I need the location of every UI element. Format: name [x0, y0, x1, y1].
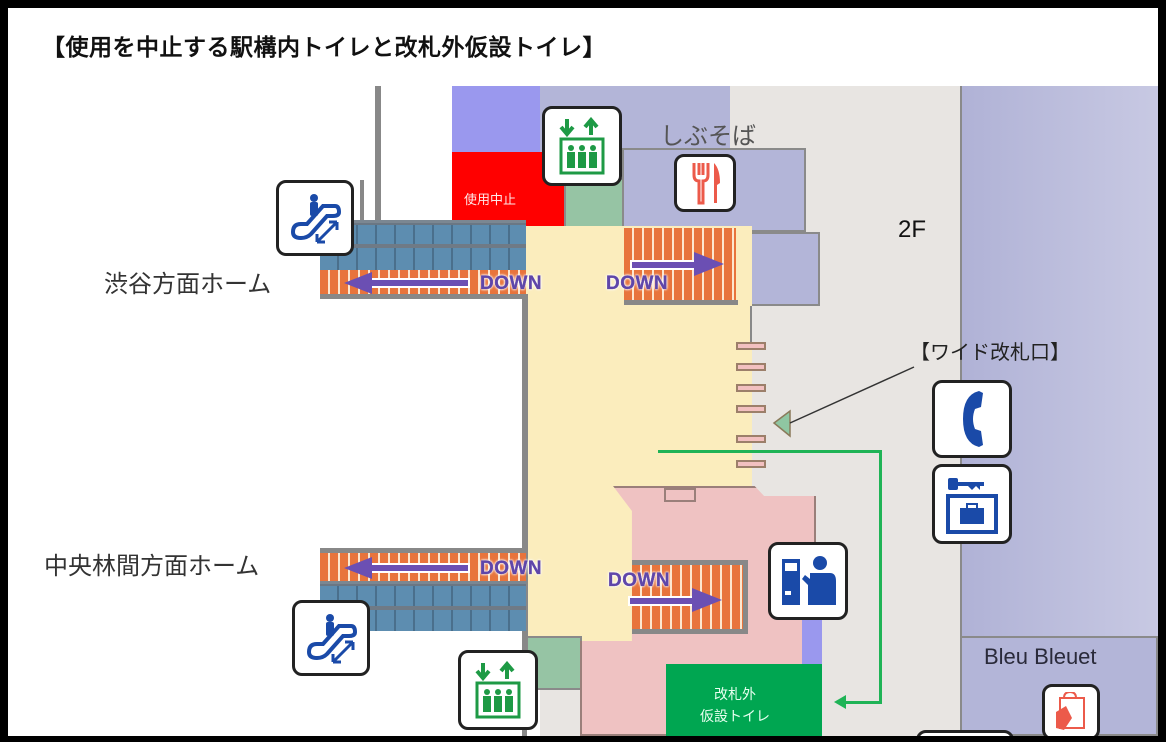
page-title: 【使用を中止する駅構内トイレと改札外仮設トイレ】: [42, 35, 606, 61]
platform-shibuya-label: 渋谷方面ホーム: [104, 270, 272, 298]
shibusoba-label: しぶそば: [660, 122, 756, 150]
arrow-head: [694, 252, 724, 276]
escalator-icon[interactable]: [276, 180, 354, 256]
route-line: [844, 701, 882, 704]
wall: [750, 306, 752, 344]
arrow-head: [344, 557, 372, 579]
shop-right-area: [960, 86, 1158, 646]
down-label: DOWN: [480, 558, 543, 579]
wall: [360, 180, 364, 226]
down-label: DOWN: [480, 273, 543, 294]
platform-chuorinkan-label: 中央林間方面ホーム: [44, 552, 260, 580]
escalator-divider: [320, 606, 526, 610]
temporary-toilet[interactable]: [666, 664, 822, 736]
down-arrow-right: [628, 596, 694, 606]
arrow-head: [692, 588, 722, 612]
room-periwinkle: [452, 86, 540, 152]
bleu-bleuet-label: Bleu Bleuet: [984, 644, 1097, 669]
floor-label: 2F: [898, 216, 927, 243]
wide-gate-pointer: [772, 366, 915, 438]
route-arrow-head: [834, 695, 846, 709]
wall: [522, 296, 528, 644]
route-line: [658, 450, 882, 453]
wall: [320, 294, 528, 299]
fork-knife-icon[interactable]: [674, 154, 736, 212]
down-arrow-left: [370, 563, 470, 573]
down-label: DOWN: [608, 570, 671, 591]
down-label: DOWN: [606, 273, 669, 294]
wall: [624, 300, 738, 305]
ticket-machine-icon[interactable]: [768, 542, 848, 620]
ticket-gate: [736, 405, 766, 413]
down-arrow-left: [370, 278, 470, 288]
temp-toilet-label-line2: 仮設トイレ: [700, 709, 770, 725]
ticket-gate: [736, 384, 766, 392]
pink-notch: [664, 488, 696, 502]
telephone-icon[interactable]: [932, 380, 1012, 458]
icon-box-partial: [916, 730, 1014, 736]
wide-gate-label: 【ワイド改札口】: [910, 340, 1070, 364]
arrow-head: [344, 272, 372, 294]
escalator-divider: [320, 244, 526, 248]
wall: [375, 86, 381, 226]
map-frame: 【使用を中止する駅構内トイレと改札外仮設トイレ】 使用中止 DOWN DOWN …: [8, 8, 1158, 736]
closed-toilet-label: 使用中止: [464, 193, 517, 208]
ticket-gate: [736, 363, 766, 371]
coin-locker-icon[interactable]: [932, 464, 1012, 544]
down-arrow-right: [630, 260, 696, 270]
escalator-icon[interactable]: [292, 600, 370, 676]
route-line: [879, 450, 882, 704]
shopping-bag-icon[interactable]: [1042, 684, 1100, 736]
ticket-gate: [736, 342, 766, 350]
elevator-icon[interactable]: [458, 650, 538, 730]
room-periwinkle-small: [802, 618, 822, 664]
elevator-icon[interactable]: [542, 106, 622, 186]
wall: [320, 548, 528, 553]
temp-toilet-label-line1: 改札外: [714, 687, 756, 703]
ticket-gate: [736, 435, 766, 443]
ticket-gate: [736, 460, 766, 468]
